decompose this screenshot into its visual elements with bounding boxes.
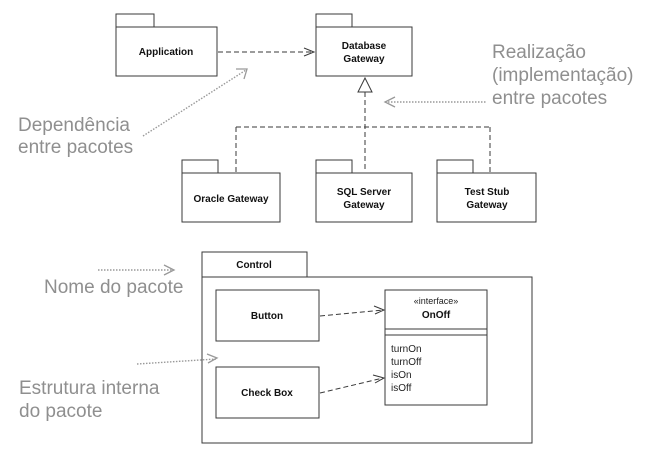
arrow-icon (163, 264, 176, 276)
package-database-gateway[interactable]: Database Gateway (315, 13, 413, 77)
package-label-line-2: Gateway (343, 54, 385, 65)
package-tab (315, 159, 353, 174)
annotation-text-line-1: Realização (492, 42, 586, 63)
annotation-text-line-2: entre pacotes (18, 137, 133, 158)
annotation-text-line-3: entre pacotes (492, 88, 607, 109)
annotation-pointer (142, 69, 247, 137)
package-tab (315, 13, 353, 28)
dependency-arrow (218, 47, 316, 57)
package-control[interactable]: Control Button Check Box «interface» OnO… (201, 251, 533, 444)
annotation-text-line-1: Estrutura interna (19, 378, 160, 399)
interface-onoff[interactable]: «interface» OnOff turnOn turnOff isOn is… (384, 289, 488, 406)
interface-operation: isOff (391, 383, 412, 394)
interface-operation: turnOn (391, 344, 422, 355)
package-name-label: Control (236, 260, 272, 271)
package-label: Oracle Gateway (193, 194, 268, 205)
package-body (181, 172, 281, 223)
annotation-text: Nome do pacote (44, 277, 183, 298)
annotation-pointer (136, 358, 217, 365)
package-body (115, 26, 218, 77)
package-label-line-1: SQL Server (337, 187, 391, 198)
package-body (436, 172, 537, 223)
class-label: Check Box (241, 388, 293, 399)
interface-operation: turnOff (391, 357, 422, 368)
interface-box (384, 289, 488, 406)
package-label-line-1: Database (342, 41, 387, 52)
annotation-text-line-1: Dependência (18, 115, 130, 136)
annotation-package-name: Nome do pacote (44, 264, 183, 298)
realization-triangle-icon (357, 76, 373, 93)
class-label: Button (251, 311, 283, 322)
arrow-icon (383, 96, 396, 108)
arrow-icon (236, 68, 248, 80)
annotation-internal-structure: Estrutura interna do pacote (19, 353, 219, 422)
class-check-box[interactable]: Check Box (215, 366, 320, 419)
annotation-dependency: Dependência entre pacotes (18, 68, 248, 158)
class-box (215, 289, 320, 342)
package-tab (201, 251, 308, 278)
package-label-line-2: Gateway (466, 200, 508, 211)
package-tab (436, 159, 474, 174)
package-tab (181, 159, 219, 174)
package-label-line-1: Test Stub (465, 187, 510, 198)
annotation-text-line-2: do pacote (19, 401, 102, 422)
package-test-stub-gateway[interactable]: Test Stub Gateway (436, 159, 537, 223)
package-label-line-2: Gateway (343, 200, 385, 211)
dependency-arrow (319, 305, 386, 317)
package-sql-server-gateway[interactable]: SQL Server Gateway (315, 159, 413, 223)
package-label: Application (139, 47, 193, 58)
class-box (215, 366, 320, 419)
interface-operation: isOn (391, 370, 412, 381)
package-body (315, 172, 413, 223)
realization-connector (235, 76, 491, 172)
interface-stereotype: «interface» (414, 296, 459, 306)
class-button[interactable]: Button (215, 289, 320, 342)
package-tab (115, 13, 155, 28)
interface-name: OnOff (422, 310, 451, 321)
dependency-arrow (319, 374, 386, 394)
package-body (315, 26, 413, 77)
arrow-icon (206, 353, 219, 364)
annotation-text-line-2: (implementação) (492, 65, 634, 86)
annotation-realization: Realização (implementação) entre pacotes (383, 42, 634, 109)
package-oracle-gateway[interactable]: Oracle Gateway (181, 159, 281, 223)
package-application[interactable]: Application (115, 13, 218, 77)
